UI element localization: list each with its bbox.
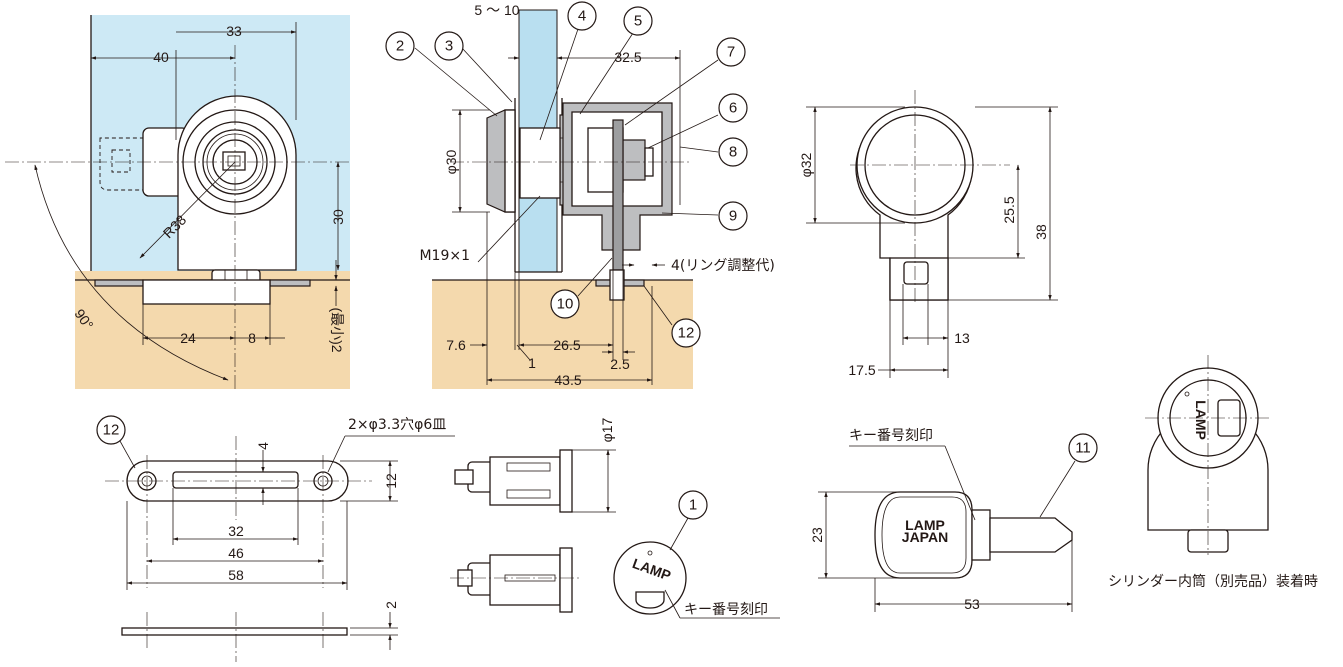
callout-9 — [718, 201, 748, 231]
thread-label: M19×1 — [419, 248, 470, 264]
svg-text:9: 9 — [729, 208, 737, 225]
svg-text:4: 4 — [578, 8, 586, 25]
mounted-view: LAMP シリンダー内筒（別売品）装着時 — [1108, 355, 1318, 590]
key-blade — [989, 517, 1073, 553]
ring-adjust-label: 4(リング調整代) — [671, 258, 775, 274]
dim-min-2: (最小)2 — [329, 307, 345, 352]
svg-text:3: 3 — [445, 38, 453, 55]
svg-text:12: 12 — [678, 325, 695, 342]
dim-24: 24 — [180, 330, 196, 346]
key-brand-line1: LAMP — [905, 517, 945, 533]
svg-text:12: 12 — [103, 422, 120, 439]
callout-2 — [567, 1, 597, 31]
callout-1 — [678, 490, 708, 520]
mounted-caption: シリンダー内筒（別売品）装着時 — [1108, 573, 1318, 590]
callout-11 — [1068, 433, 1098, 463]
dim-13: 13 — [954, 330, 970, 346]
dim-phi17: φ17 — [599, 417, 615, 442]
callout-12-plate — [96, 415, 126, 445]
front-view: 33 40 30 R38 90° 24 8 (最小)2 — [5, 15, 352, 390]
callout-6 — [718, 93, 748, 123]
cylinder-view: φ17 LAMP 1 キー番号刻印 — [450, 417, 780, 619]
svg-text:2: 2 — [396, 38, 404, 55]
svg-text:10: 10 — [557, 296, 574, 313]
dim-43-5: 43.5 — [554, 372, 581, 388]
dim-30: 30 — [330, 209, 346, 225]
svg-text:7: 7 — [727, 44, 735, 61]
dim-25-5: 25.5 — [1001, 196, 1017, 223]
svg-text:1: 1 — [689, 497, 697, 514]
dim-32-plate: 32 — [228, 523, 244, 539]
dim-2-plate: 2 — [383, 601, 399, 609]
dim-12: 12 — [383, 473, 399, 489]
dim-33: 33 — [226, 23, 242, 39]
callout-8 — [718, 137, 748, 167]
svg-text:8: 8 — [729, 144, 737, 161]
dim-phi32: φ32 — [798, 152, 814, 177]
dim-40: 40 — [153, 49, 169, 65]
key-brand-line2: JAPAN — [902, 529, 948, 545]
dim-17-5: 17.5 — [848, 362, 875, 378]
dim-5-10: 5 ～ 10 — [474, 2, 519, 18]
svg-text:5: 5 — [634, 13, 642, 30]
strike-plate-view: 12 2×φ3.3穴φ6皿 4 12 32 46 58 2 — [96, 415, 455, 662]
strike-plate-side — [121, 627, 348, 636]
side-view: φ32 25.5 38 13 17.5 — [798, 90, 1058, 378]
dim-23: 23 — [809, 527, 825, 543]
dim-58: 58 — [228, 567, 244, 583]
key-stamp-label-cylinder: キー番号刻印 — [684, 602, 768, 618]
key-head — [874, 491, 973, 579]
callout-4 — [434, 31, 464, 61]
dim-46: 46 — [228, 545, 244, 561]
dim-26-5: 26.5 — [553, 337, 580, 353]
key-stamp-label-key: キー番号刻印 — [849, 428, 933, 444]
dim-8: 8 — [248, 330, 256, 346]
dim-1: 1 — [528, 355, 536, 371]
callout-3 — [385, 31, 415, 61]
dim-38: 38 — [1033, 224, 1049, 240]
dim-phi30: φ30 — [443, 149, 459, 174]
section-view: 5 ～ 10 32.5 φ30 M19×1 4(リング調整代) 7.6 26.5… — [385, 1, 775, 389]
dim-7-6: 7.6 — [446, 337, 466, 353]
cam-plate — [612, 119, 624, 271]
callout-7 — [716, 37, 746, 67]
svg-text:6: 6 — [729, 100, 737, 117]
dim-4: 4 — [255, 442, 271, 450]
svg-text:11: 11 — [1075, 440, 1091, 457]
dim-32-5: 32.5 — [614, 49, 641, 65]
dim-2-5: 2.5 — [610, 356, 630, 372]
callout-5 — [623, 6, 653, 36]
key-view: LAMP JAPAN 11 キー番号刻印 23 53 — [809, 428, 1098, 612]
dim-53: 53 — [964, 596, 980, 612]
callout-10 — [550, 289, 580, 319]
mounted-brand: LAMP — [1193, 400, 1209, 440]
callout-12-section — [671, 318, 701, 348]
holes-label: 2×φ3.3穴φ6皿 — [348, 417, 446, 433]
